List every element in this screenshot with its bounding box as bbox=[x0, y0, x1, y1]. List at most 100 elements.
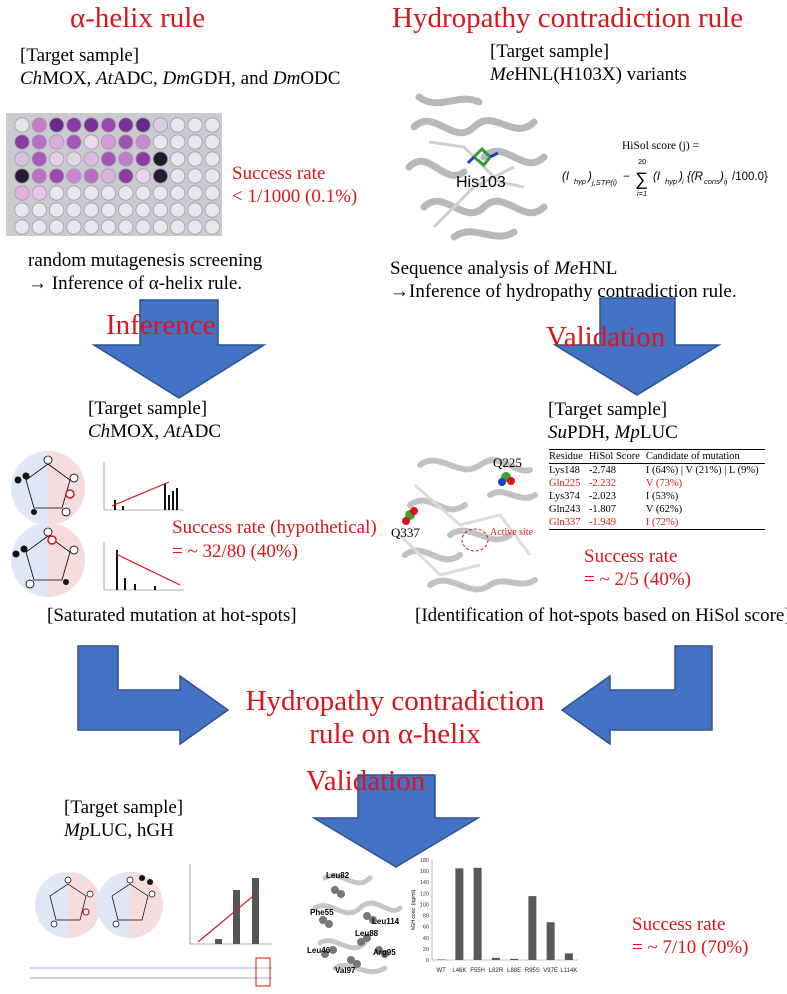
plate-well bbox=[118, 117, 134, 133]
hgh-structure-image bbox=[305, 868, 405, 983]
residue-label: Leu114 bbox=[372, 917, 400, 926]
y-tick-label: 140 bbox=[420, 880, 429, 886]
pdh-structure-image bbox=[390, 445, 548, 605]
plate-well bbox=[66, 134, 82, 150]
x-tick-label: V97E bbox=[543, 968, 558, 974]
mid-right-target-name-0: PDH, bbox=[567, 422, 615, 443]
mid-right-target-name-1: LUC bbox=[639, 422, 678, 443]
candidate-cell: I (53%) bbox=[645, 491, 679, 502]
residue-label: Leu82 bbox=[326, 871, 350, 880]
x-tick-label: L46K bbox=[452, 968, 466, 974]
plate-well bbox=[14, 151, 30, 167]
plate-well bbox=[187, 202, 203, 218]
svg-text:20: 20 bbox=[638, 157, 646, 166]
plate-well bbox=[152, 202, 168, 218]
score-cell: -1.807 bbox=[588, 504, 616, 515]
left-target-prefix-3: Dm bbox=[272, 68, 301, 89]
right-target-item: MeHNL(H103X) variants bbox=[490, 64, 687, 85]
plate-well bbox=[48, 168, 65, 184]
well-plate-photo bbox=[6, 113, 222, 236]
bottom-success-label: Success rate bbox=[632, 914, 726, 935]
left-target-name-1: ADC, bbox=[112, 68, 163, 89]
plate-well bbox=[135, 117, 151, 133]
plate-well bbox=[83, 134, 99, 150]
svg-text:hyp: hyp bbox=[665, 177, 677, 186]
plate-well bbox=[204, 202, 220, 218]
plate-well bbox=[187, 117, 203, 133]
left-target-prefix-0: Ch bbox=[20, 68, 43, 89]
left-target-name-3: ODC bbox=[300, 68, 341, 89]
left-target-prefix-1: At bbox=[96, 68, 113, 89]
svg-text:{(R: {(R bbox=[687, 171, 703, 183]
plate-well bbox=[152, 134, 168, 150]
plate-well bbox=[204, 185, 220, 201]
svg-text:(I: (I bbox=[562, 171, 570, 183]
mid-right-target-prefix-0: Su bbox=[548, 422, 567, 443]
plate-well bbox=[152, 151, 168, 167]
q225-label: Q225 bbox=[493, 455, 522, 470]
x-tick-label: WT bbox=[436, 968, 446, 974]
q337-label: Q337 bbox=[391, 525, 420, 540]
svg-text:): ) bbox=[718, 171, 724, 183]
inference-arrow bbox=[91, 299, 267, 399]
plate-well bbox=[170, 117, 186, 133]
plate-well bbox=[14, 117, 30, 133]
svg-text:i: i bbox=[682, 177, 684, 186]
x-tick-label: F55H bbox=[470, 968, 485, 974]
plate-well bbox=[170, 134, 186, 150]
plate-well bbox=[66, 117, 82, 133]
plate-well bbox=[48, 151, 65, 167]
mid-left-target-prefix-0: Ch bbox=[88, 421, 111, 442]
residue-cell: Gln337 bbox=[549, 516, 589, 530]
plate-well bbox=[187, 185, 203, 201]
y-tick-label: 40 bbox=[423, 936, 429, 942]
plate-well bbox=[204, 134, 220, 150]
plate-well bbox=[152, 185, 168, 201]
svg-text:ij: ij bbox=[724, 177, 728, 186]
right-caption-line1: Sequence analysis of MeHNL bbox=[390, 258, 618, 279]
score-cell: -1.949 bbox=[588, 516, 646, 530]
y-tick-label: 20 bbox=[423, 947, 429, 953]
svg-text:hyp: hyp bbox=[574, 177, 586, 186]
plate-well bbox=[170, 168, 186, 184]
svg-text:∑: ∑ bbox=[635, 169, 648, 189]
table-header-0: Residue bbox=[549, 449, 589, 464]
plate-well bbox=[170, 185, 186, 201]
bar-L46K bbox=[455, 868, 464, 960]
plate-well bbox=[100, 185, 117, 201]
y-tick-label: 100 bbox=[420, 902, 429, 908]
plate-well bbox=[83, 185, 99, 201]
plate-well bbox=[83, 117, 99, 133]
left-caption-line2: → Inference of α-helix rule. bbox=[28, 273, 243, 294]
svg-text:): ) bbox=[677, 171, 683, 183]
plate-well bbox=[135, 185, 151, 201]
plate-well bbox=[204, 168, 220, 184]
plate-well bbox=[152, 168, 168, 184]
left-target-prefix-2: Dm bbox=[162, 68, 190, 89]
his103-label: His103 bbox=[456, 174, 506, 191]
mid-left-target-block: [Target sample] ChMOX, AtADC bbox=[88, 397, 221, 443]
mid-left-target-name-1: ADC bbox=[180, 421, 222, 442]
plate-well bbox=[48, 202, 65, 218]
plate-well bbox=[66, 151, 82, 167]
mid-left-caption: [Saturated mutation at hot-spots] bbox=[47, 605, 297, 626]
plate-well bbox=[204, 151, 220, 167]
plate-well bbox=[14, 134, 30, 150]
plate-well bbox=[31, 202, 47, 218]
y-tick-label: 120 bbox=[420, 891, 429, 897]
mid-left-target-list: ChMOX, AtADC bbox=[88, 420, 221, 443]
mid-right-target-label: [Target sample] bbox=[548, 399, 668, 420]
plate-well bbox=[83, 151, 99, 167]
svg-text:(I: (I bbox=[653, 171, 661, 183]
residue-cell: Lys148 bbox=[549, 465, 580, 476]
bottom-target-item: MpLUC, hGH bbox=[64, 820, 174, 841]
plate-well bbox=[135, 151, 151, 167]
y-tick-label: 80 bbox=[423, 914, 429, 920]
residue-label: Leu46 bbox=[307, 946, 331, 955]
